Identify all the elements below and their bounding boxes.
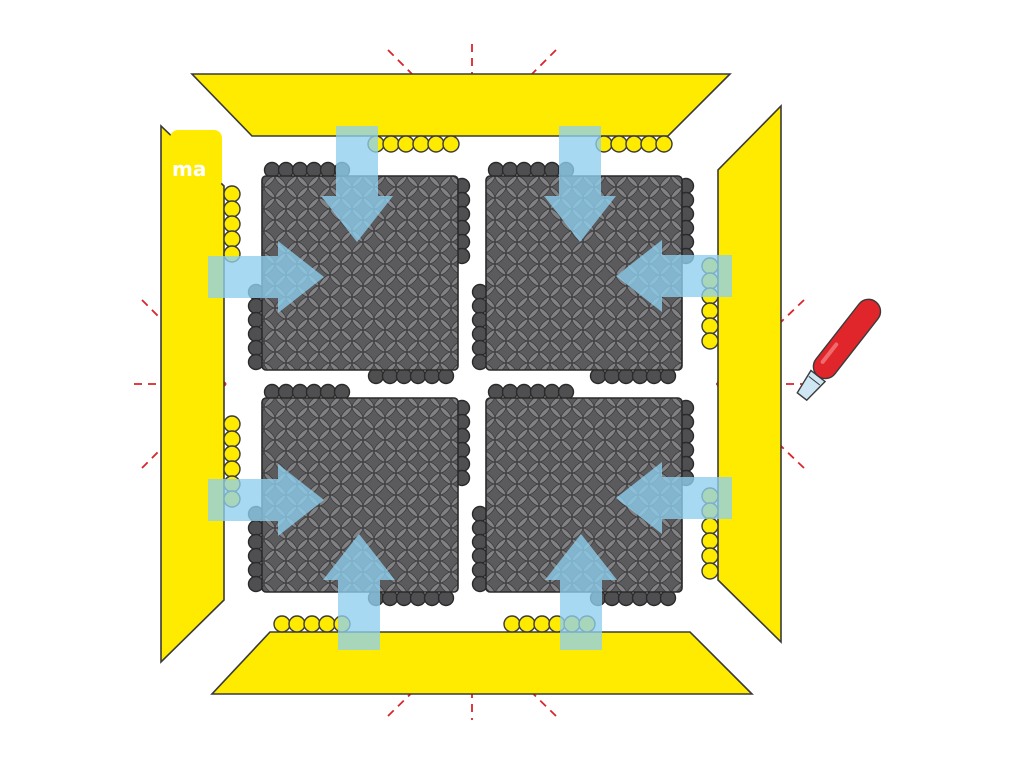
edge-lug	[303, 615, 321, 633]
brand-logo-text: ma	[172, 157, 206, 181]
arrow-left-top-right	[208, 241, 324, 313]
arrow-bottom-right-up	[545, 534, 617, 650]
right-edge-piece	[717, 104, 782, 644]
edge-lug	[223, 430, 241, 448]
edge-lug	[397, 135, 415, 153]
arrow-right-bottom-left	[616, 462, 732, 534]
edge-lug	[625, 135, 643, 153]
arrow-right-top-left	[616, 240, 732, 312]
assembly-arrows	[208, 126, 732, 650]
left-edge-piece	[160, 124, 225, 664]
edge-lug	[382, 135, 400, 153]
edge-lug	[518, 615, 536, 633]
cut-lines	[134, 44, 812, 720]
arrow-bottom-left-up	[323, 534, 395, 650]
edge-lug	[318, 615, 336, 633]
edge-lug	[701, 302, 719, 320]
brand-logo: ma	[170, 130, 222, 188]
edge-lug	[412, 135, 430, 153]
arrow-top-right-down	[544, 126, 616, 242]
edge-lug	[273, 615, 291, 633]
edge-lug	[503, 615, 521, 633]
edge-lug	[442, 135, 460, 153]
edge-lug	[223, 200, 241, 218]
edge-lug	[533, 615, 551, 633]
edge-lug	[701, 517, 719, 535]
edge-lug	[655, 135, 673, 153]
edge-lug	[223, 230, 241, 248]
edge-lug	[610, 135, 628, 153]
edge-lug	[223, 185, 241, 203]
edge-lug	[288, 615, 306, 633]
arrow-top-left-down	[321, 126, 393, 242]
edge-lug	[701, 317, 719, 335]
edge-lug	[223, 215, 241, 233]
edge-lug	[223, 460, 241, 478]
tiles	[261, 175, 683, 593]
edge-lug	[701, 332, 719, 350]
utility-knife-icon	[796, 298, 882, 402]
edge-pieces	[160, 73, 782, 695]
edge-lug	[701, 532, 719, 550]
arrow-left-bottom-right	[208, 464, 324, 536]
edge-lug	[701, 547, 719, 565]
edge-lug	[223, 415, 241, 433]
edge-lug	[223, 445, 241, 463]
edge-lug	[701, 562, 719, 580]
edge-lug	[427, 135, 445, 153]
top-edge-piece	[190, 73, 732, 137]
edge-lug	[640, 135, 658, 153]
bottom-edge-piece	[210, 631, 754, 695]
